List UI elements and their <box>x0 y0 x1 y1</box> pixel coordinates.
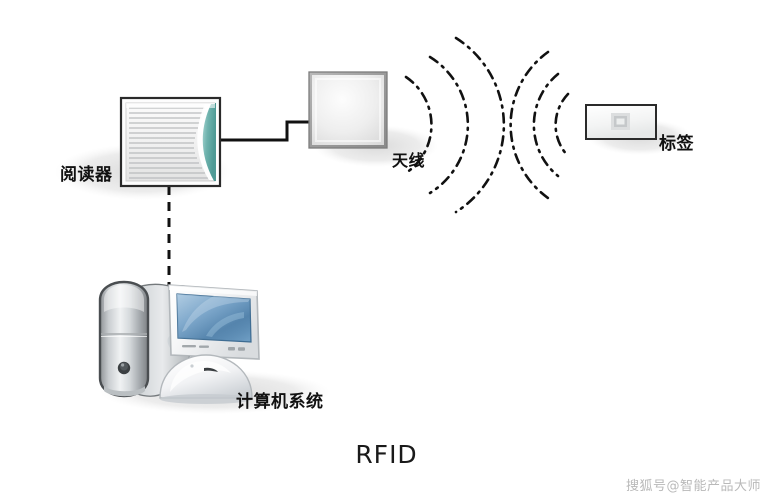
monitor-dome-base <box>159 354 253 404</box>
wave-arc-b2 <box>532 72 560 178</box>
label-tag: 标签 <box>659 134 694 154</box>
label-reader: 阅读器 <box>60 165 113 185</box>
label-antenna: 天线 <box>392 151 426 170</box>
wave-arc-b3 <box>554 92 570 158</box>
wave-arc-a2 <box>428 55 470 195</box>
desktop-computer-icon <box>98 280 260 404</box>
antenna-panel-icon <box>308 71 388 149</box>
radio-wave-arcs <box>404 36 570 214</box>
wave-arc-b1 <box>509 50 550 200</box>
label-computer-system: 计算机系统 <box>236 392 324 412</box>
reader-antenna-connector <box>220 120 310 142</box>
rfid-tag-icon <box>585 104 657 140</box>
wave-arc-a1 <box>404 75 433 175</box>
diagram-title: RFID <box>355 440 418 469</box>
rfid-reader-icon <box>119 96 222 188</box>
watermark: 搜狐号@智能产品大师 <box>625 479 761 494</box>
wave-arc-a3 <box>454 36 506 214</box>
